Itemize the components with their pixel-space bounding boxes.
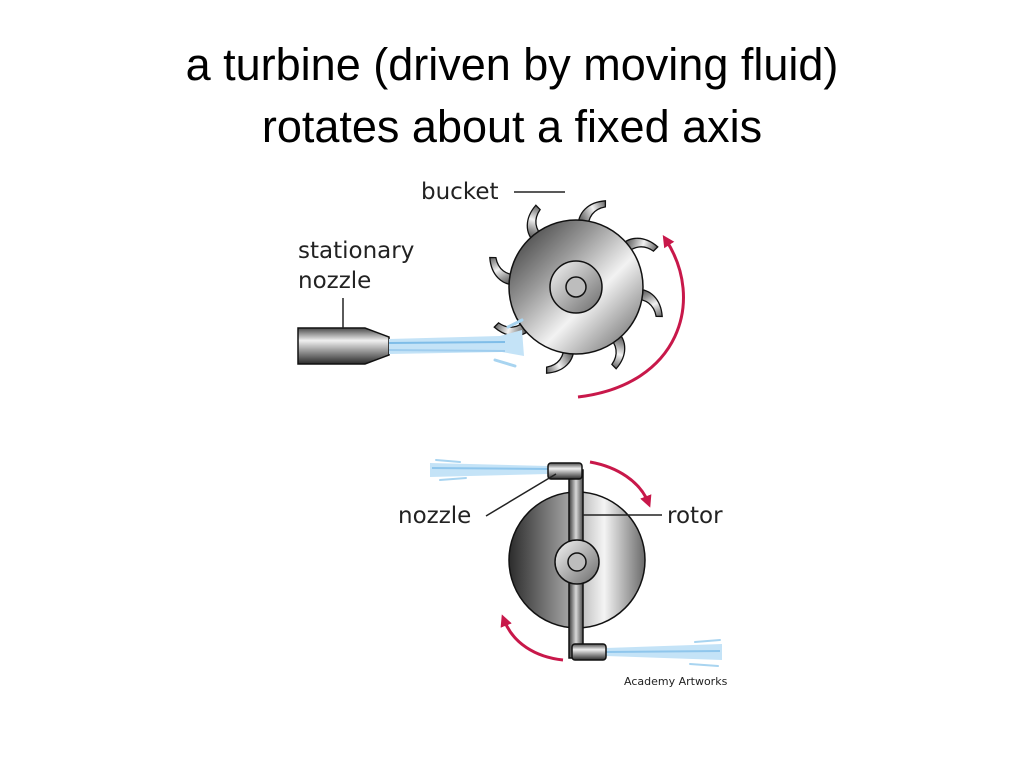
rotation-arrow-top — [577, 234, 685, 399]
label-bucket: bucket — [421, 179, 499, 205]
wheel-axle — [565, 276, 587, 298]
water-jet — [388, 318, 524, 368]
slide-title-line-1: a turbine (driven by moving fluid) — [185, 39, 839, 90]
stationary-nozzle — [297, 327, 390, 365]
slide-title-line-2: rotates about a fixed axis — [261, 101, 763, 152]
rotor-arm — [547, 462, 607, 661]
label-nozzle: nozzle — [398, 503, 471, 529]
turbine-wheel — [489, 200, 663, 374]
rotation-arrow-upper — [589, 460, 652, 508]
jet-upper — [430, 459, 549, 481]
leader-nozzle — [485, 473, 557, 517]
rotor-axle — [567, 552, 587, 572]
rotation-arrow-lower — [500, 614, 564, 662]
label-rotor: rotor — [667, 503, 723, 529]
slide-title: a turbine (driven by moving fluid) rotat… — [0, 34, 1024, 158]
label-stationary: stationary — [298, 238, 414, 264]
jet-lower — [605, 639, 722, 667]
label-stationary-nozzle: nozzle — [298, 268, 371, 294]
credit-text: Academy Artworks — [624, 675, 728, 688]
